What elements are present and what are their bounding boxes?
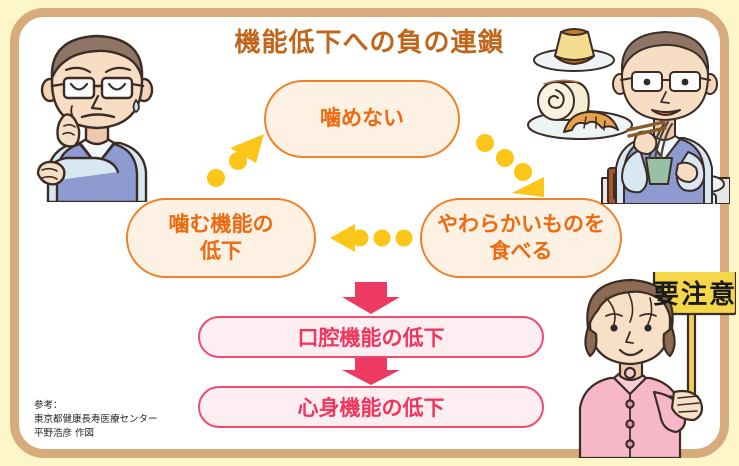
outcome-box-oral-decline[interactable]: 口腔機能の低下 [198, 316, 544, 358]
woman-with-caution-sign-illustration: 要注意 [578, 272, 736, 458]
credit-line-reference: 参考： [34, 400, 63, 411]
credit-block: 参考： 東京都健康長寿医療センター 平野浩彦 作図 [34, 399, 158, 440]
outcome-box-oral-decline-label: 口腔機能の低下 [297, 326, 445, 350]
outcome-box-mental-decline[interactable]: 心身機能の低下 [198, 386, 544, 428]
cycle-box-eat-soft-food[interactable]: やわらかいものを 食べる [420, 198, 622, 278]
cycle-box-cannot-chew-label: 噛めない [320, 106, 404, 131]
cycle-box-chewing-decline-line1: 噛む機能の [168, 211, 274, 236]
worried-elderly-man-illustration [36, 34, 154, 202]
credit-line-author: 平野浩彦 作図 [34, 427, 95, 439]
cycle-box-chewing-decline-line2: 低下 [200, 239, 242, 263]
man-eating-soft-food-illustration [527, 28, 730, 204]
page-title: 機能低下への負の連鎖 [234, 28, 505, 58]
cycle-box-eat-soft-food-line2: 食べる [489, 239, 553, 263]
cycle-box-eat-soft-food-line1: やわらかいものを [437, 211, 605, 236]
caution-sign-text: 要注意 [653, 279, 736, 310]
credit-line-organization: 東京都健康長寿医療センター [34, 413, 158, 425]
cycle-box-chewing-decline[interactable]: 噛む機能の 低下 [126, 198, 316, 278]
cycle-box-cannot-chew[interactable]: 噛めない [264, 80, 460, 158]
outcome-box-mental-decline-label: 心身機能の低下 [297, 396, 445, 420]
